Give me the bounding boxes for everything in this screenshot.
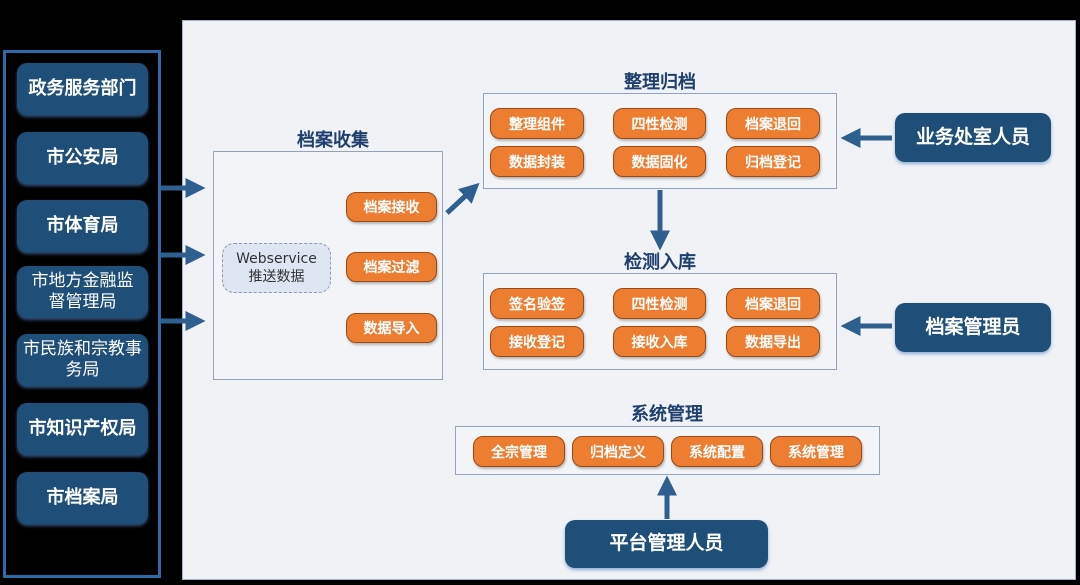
role-archivist[interactable]: 档案管理员 (895, 303, 1051, 352)
dept-public-security[interactable]: 市公安局 (17, 132, 148, 184)
collection-item[interactable]: 档案接收 (346, 192, 437, 222)
storage-item[interactable]: 接收登记 (490, 326, 584, 357)
system-title: 系统管理 (631, 404, 703, 425)
system-item[interactable]: 归档定义 (572, 436, 664, 467)
push-data-label: 推送数据 (248, 269, 305, 285)
archiving-item[interactable]: 归档登记 (726, 146, 820, 177)
storage-item[interactable]: 档案退回 (726, 288, 820, 319)
role-business-staff[interactable]: 业务处室人员 (895, 113, 1051, 162)
collection-item[interactable]: 数据导入 (346, 313, 437, 343)
dept-archives[interactable]: 市档案局 (17, 472, 148, 524)
storage-item[interactable]: 签名验签 (490, 288, 584, 319)
dept-ethnic-religious[interactable]: 市民族和宗教事务局 (17, 334, 148, 386)
role-platform-admin[interactable]: 平台管理人员 (565, 520, 768, 568)
collection-item[interactable]: 档案过滤 (346, 252, 437, 282)
storage-title: 检测入库 (624, 252, 696, 273)
webservice-box[interactable]: Webservice 推送数据 (222, 243, 331, 293)
archiving-item[interactable]: 档案退回 (726, 108, 820, 139)
storage-item[interactable]: 接收入库 (613, 326, 706, 357)
webservice-label: Webservice (236, 251, 317, 267)
dept-finance[interactable]: 市地方金融监督管理局 (17, 266, 148, 318)
archiving-item[interactable]: 四性检测 (613, 108, 706, 139)
storage-item[interactable]: 数据导出 (726, 326, 820, 357)
archiving-item[interactable]: 数据封装 (490, 146, 584, 177)
archiving-title: 整理归档 (624, 72, 696, 93)
system-item[interactable]: 系统管理 (770, 436, 862, 467)
archiving-item[interactable]: 整理组件 (490, 108, 584, 139)
archiving-item[interactable]: 数据固化 (613, 146, 706, 177)
dept-gov-services[interactable]: 政务服务部门 (17, 63, 148, 115)
collection-title: 档案收集 (297, 130, 369, 151)
arrow-diagonal (445, 182, 480, 215)
system-item[interactable]: 全宗管理 (473, 436, 565, 467)
storage-item[interactable]: 四性检测 (613, 288, 706, 319)
system-item[interactable]: 系统配置 (671, 436, 763, 467)
dept-ip[interactable]: 市知识产权局 (17, 403, 148, 455)
dept-sports[interactable]: 市体育局 (17, 200, 148, 252)
